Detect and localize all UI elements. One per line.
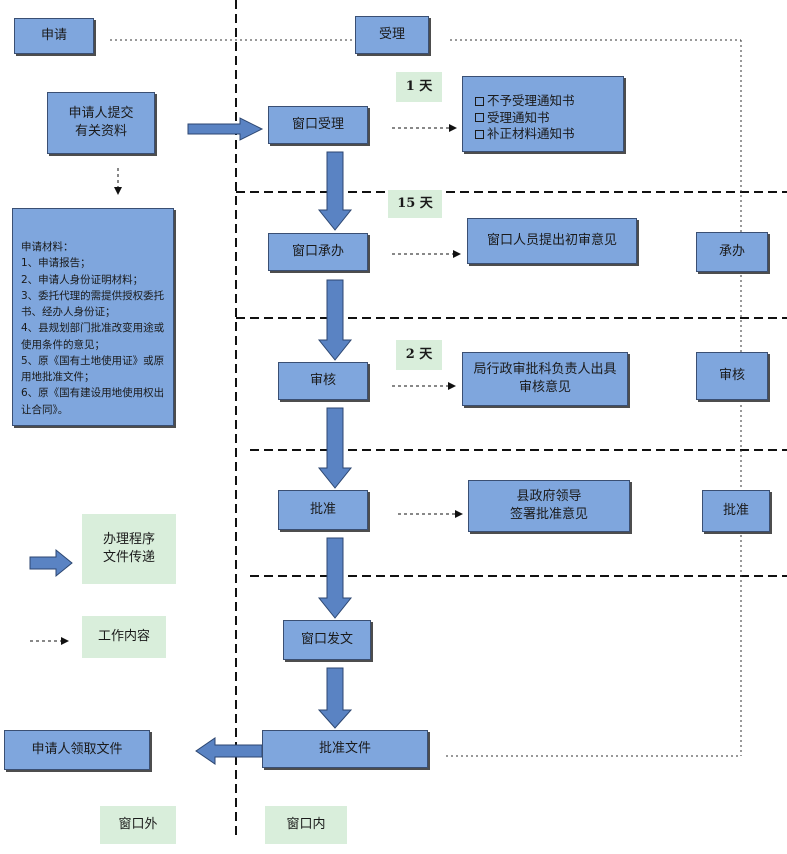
applicant-submit-box: 申请人提交 有关资料 [47,92,155,154]
initial-opinion-box: 窗口人员提出初审意见 [467,218,637,264]
accept-box: 受理 [355,16,429,54]
notice-item: 受理通知书 [475,110,623,127]
application-materials-box: 申请材料： 1、申请报告； 2、申请人身份证明材料； 3、委托代理的需提供授权委… [12,208,174,426]
flow-arrow-down [317,279,353,361]
right-undertake-box: 承办 [696,232,768,272]
checkbox-icon [475,129,484,139]
days-label-review: 2 天 [396,340,442,370]
flow-arrow-down [317,537,353,619]
checkbox-icon [475,113,484,123]
materials-item: 2、申请人身份证明材料； [21,273,144,286]
flow-arrow-right [187,117,264,141]
materials-item: 4、县规划部门批准改变用途或使用条件的意见； [21,322,165,351]
legend-dashed-label: 工作内容 [82,616,166,658]
flow-arrow-left [195,737,263,765]
right-review-box: 审核 [696,352,768,400]
notice-label: 不予受理通知书 [487,93,575,108]
materials-item: 5、原《国有土地使用证》或原用地批准文件； [21,354,165,384]
days-label-undertake: 15 天 [388,190,442,218]
notice-label: 受理通知书 [487,109,550,125]
window-undertake-box: 窗口承办 [268,233,368,271]
approval-opinion-box: 县政府领导 签署批准意见 [468,480,630,532]
window-accept-box: 窗口受理 [268,106,368,144]
review-opinion-box: 局行政审批科负责人出具审核意见 [462,352,628,406]
materials-title: 申请材料： [21,241,74,253]
legend-arrow-label: 办理程序 文件传递 [82,514,176,584]
days-label-accept: 1 天 [396,72,442,102]
materials-item: 1、申请报告； [21,257,91,270]
flow-arrow-down [317,407,353,489]
flow-arrow-down [317,667,353,729]
apply-box: 申请 [14,18,94,54]
checkbox-icon [475,96,484,106]
applicant-receive-box: 申请人领取文件 [4,730,150,770]
right-approve-box: 批准 [702,490,770,532]
approve-box: 批准 [278,490,368,530]
approval-document-box: 批准文件 [262,730,428,768]
window-issue-box: 窗口发文 [283,620,371,660]
materials-item: 3、委托代理的需提供授权委托书、经办人身份证； [21,289,165,319]
notice-item: 不予受理通知书 [475,93,623,110]
flow-arrow-down [317,151,353,231]
review-box: 审核 [278,362,368,400]
legend-block-arrow [29,548,73,578]
materials-item: 6、原《国有建设用地使用权出让合同》。 [21,387,165,416]
notices-box: 不予受理通知书 受理通知书 补正材料通知书 [462,76,624,152]
notice-item: 补正材料通知书 [475,126,623,143]
notice-label: 补正材料通知书 [487,126,575,141]
window-outside-label: 窗口外 [100,806,176,844]
window-inside-label: 窗口内 [265,806,347,844]
